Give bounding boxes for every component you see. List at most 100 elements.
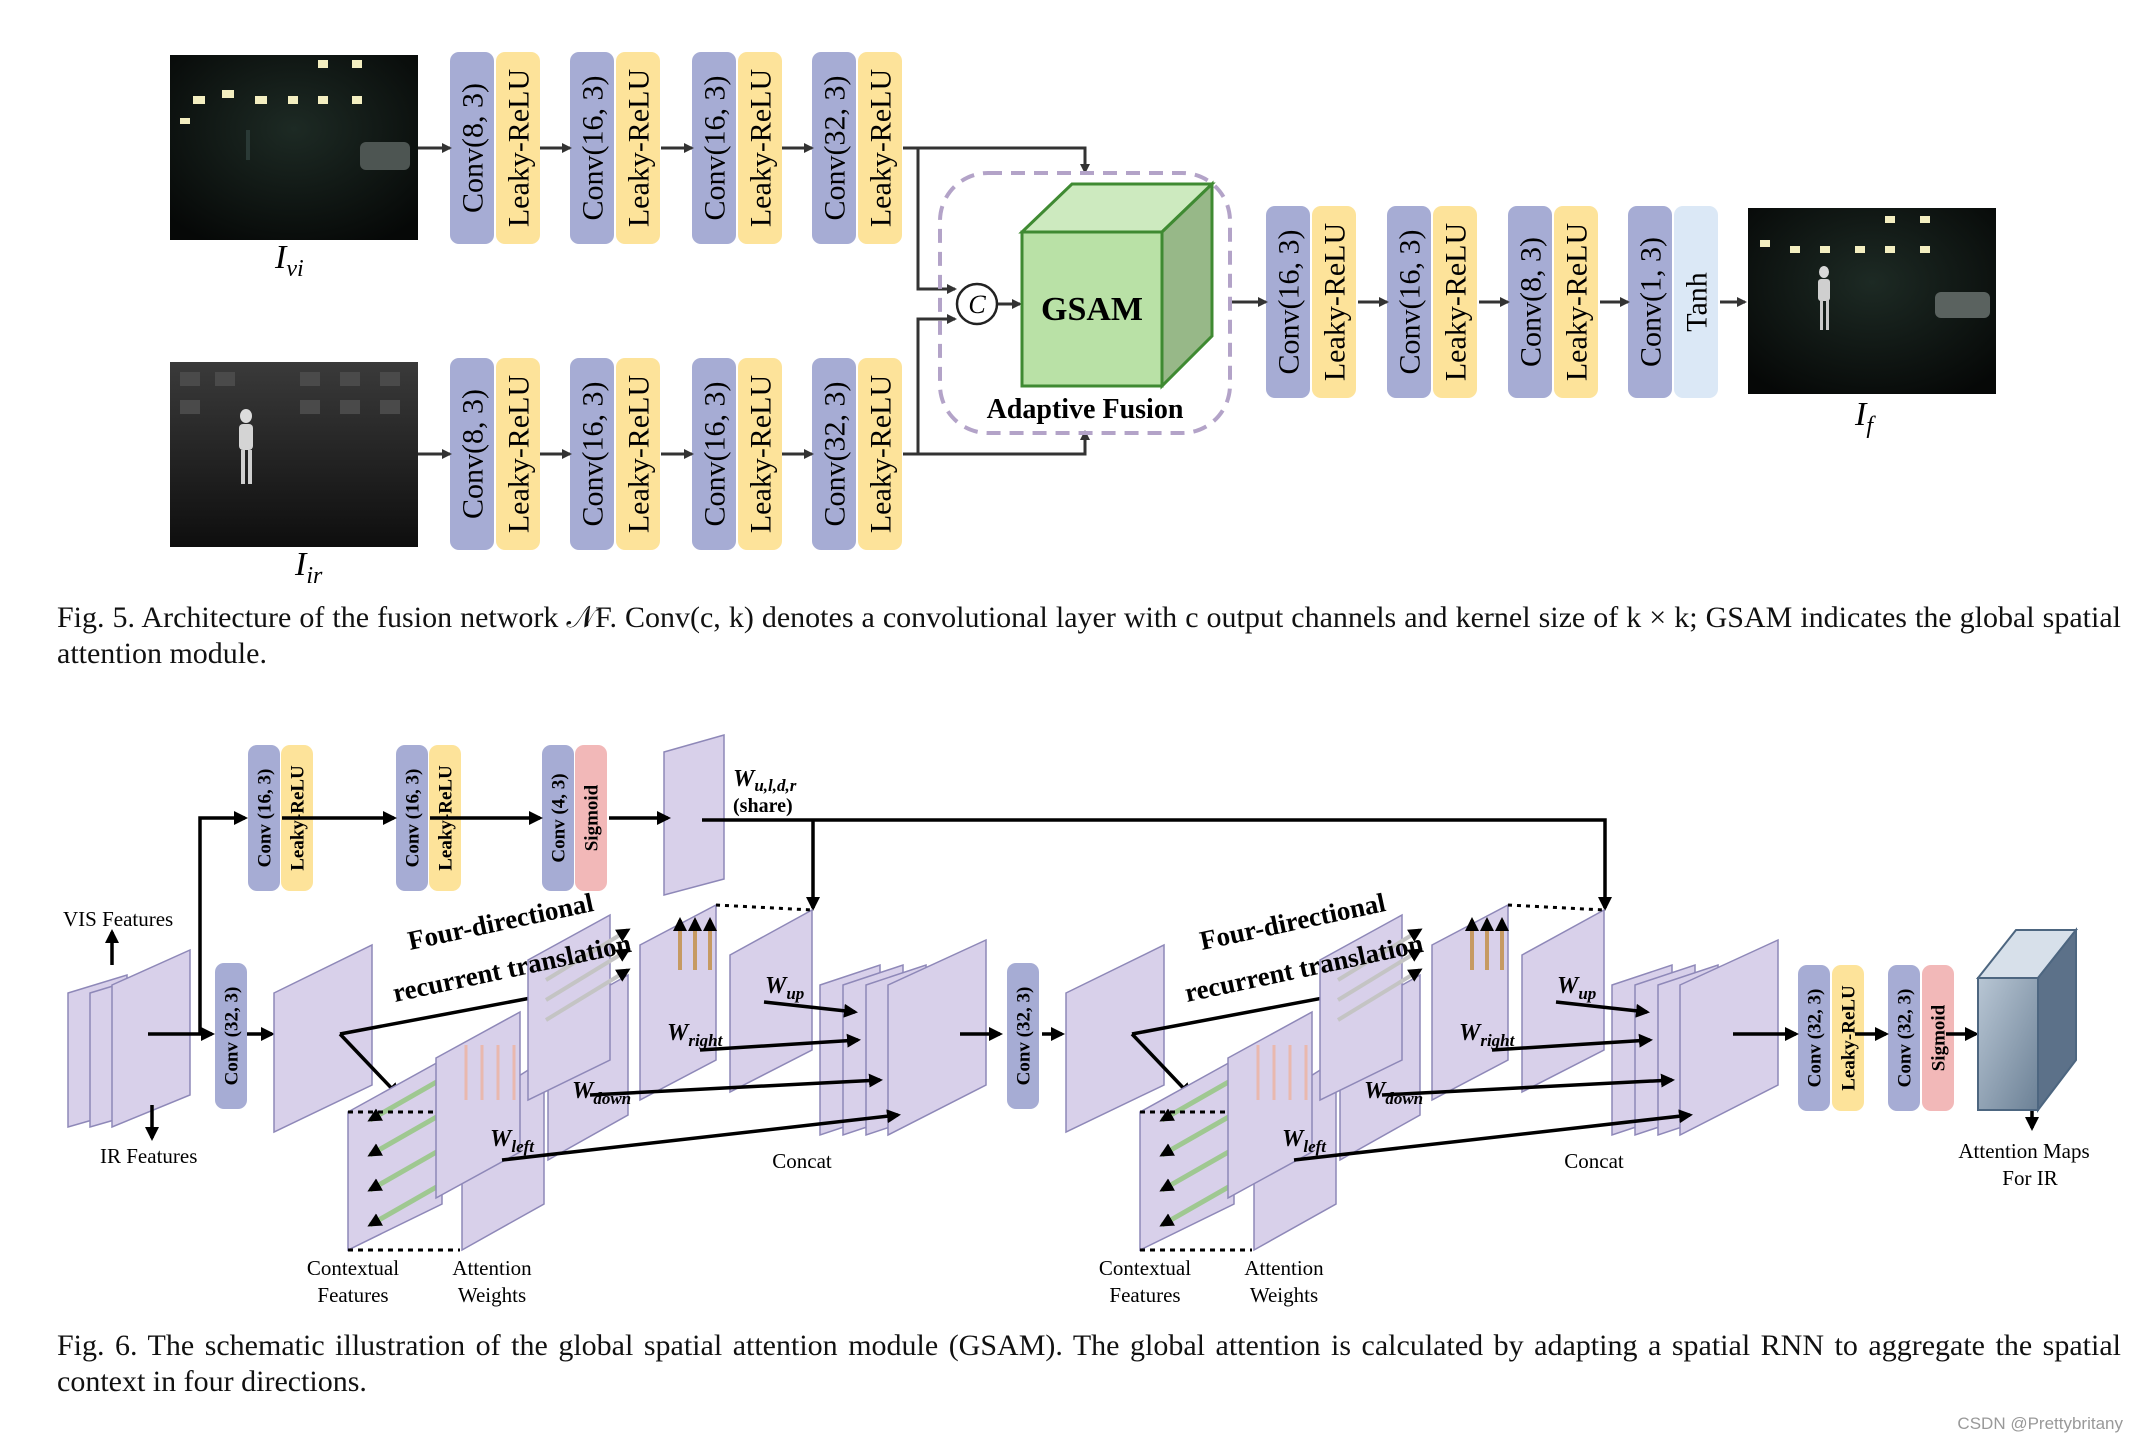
infrared-image xyxy=(170,362,418,547)
final-block-1-label: Leaky-ReLU xyxy=(1839,985,1860,1091)
top-block-4-label: Conv (4, 3) xyxy=(549,773,570,862)
enc-block-0-label: Conv(8, 3) xyxy=(457,389,490,519)
top-block-5-label: Sigmoid xyxy=(582,784,603,851)
enc-block-7-label: Leaky-ReLU xyxy=(865,375,898,534)
concat-label: Concat xyxy=(1564,1149,1624,1173)
final-blocks: Conv (32, 3) Leaky-ReLU Conv (32, 3) Sigmoi… xyxy=(1798,965,1954,1111)
contextual-label-2: Features xyxy=(317,1283,388,1307)
input-feature-stack xyxy=(67,948,191,1129)
enc-block-6-label: Conv(32, 3) xyxy=(819,76,852,221)
encoder-infrared: Conv(8, 3) Leaky-ReLU Conv(16, 3) Leaky-ReL… xyxy=(450,358,902,550)
final-block-2 xyxy=(1888,965,1920,1111)
contextual-label-1: Contextual xyxy=(307,1256,399,1280)
enc-block-1 xyxy=(496,52,540,244)
contextual-label-2: Features xyxy=(1109,1283,1180,1307)
ir-features-label: IR Features xyxy=(100,1144,197,1168)
dec-block-4 xyxy=(1508,206,1552,398)
final-block-0 xyxy=(1798,965,1830,1111)
attention-maps xyxy=(1975,927,2079,1113)
dec-block-4-label: Conv(8, 3) xyxy=(1515,237,1548,367)
attention-label-1: Attention xyxy=(1244,1256,1324,1280)
enc-block-1-label: Leaky-ReLU xyxy=(503,375,536,534)
fig5-arrows xyxy=(418,143,1747,459)
dec-block-2 xyxy=(1387,206,1431,398)
enc-block-3 xyxy=(616,358,660,550)
final-block-3-label: Sigmoid xyxy=(1929,1004,1950,1071)
fig6-caption: Fig. 6. The schematic illustration of th… xyxy=(57,1329,2121,1398)
weights-label: Wu,l,d,r xyxy=(733,766,797,795)
encoder-visible: Conv(8, 3) Leaky-ReLU Conv(16, 3) Leaky-ReL… xyxy=(450,52,902,244)
top-block-2 xyxy=(396,745,428,891)
enc-block-2 xyxy=(570,52,614,244)
dec-block-3-label: Leaky-ReLU xyxy=(1440,223,1473,382)
label-iir: Iir xyxy=(294,546,323,589)
enc-block-7 xyxy=(858,358,902,550)
fig6-top-arrows xyxy=(198,811,1612,1034)
enc-block-0-label: Conv(8, 3) xyxy=(457,83,490,213)
label-if: If xyxy=(1854,396,1876,439)
fig5-caption: Fig. 5. Architecture of the fusion netwo… xyxy=(57,601,2121,670)
dec-block-0-label: Conv(16, 3) xyxy=(1273,230,1306,375)
attention-label-2: Weights xyxy=(458,1283,526,1307)
enc-block-3 xyxy=(616,52,660,244)
attention-maps-label-1: Attention Maps xyxy=(1958,1139,2089,1163)
final-block-0-label: Conv (32, 3) xyxy=(1805,989,1826,1088)
adaptive-fusion-box xyxy=(938,171,1232,435)
weights-panel xyxy=(663,734,725,896)
gsam-cube xyxy=(1018,180,1216,390)
attention-label-1: Attention xyxy=(452,1256,532,1280)
dec-block-1-label: Leaky-ReLU xyxy=(1319,223,1352,382)
dec-block-6-label: Conv(1, 3) xyxy=(1635,237,1668,367)
enc-block-6-label: Conv(32, 3) xyxy=(819,382,852,527)
concat-letter: C xyxy=(968,290,986,319)
adaptive-fusion-label: Adaptive Fusion xyxy=(987,394,1184,425)
vis-features-label: VIS Features xyxy=(63,907,173,931)
enc-block-3-label: Leaky-ReLU xyxy=(623,69,656,228)
enc-block-2 xyxy=(570,358,614,550)
conv-mid xyxy=(1007,963,1039,1109)
dec-block-3 xyxy=(1433,206,1477,398)
enc-block-4-label: Conv(16, 3) xyxy=(699,76,732,221)
top-block-0 xyxy=(248,745,280,891)
final-block-3 xyxy=(1922,965,1954,1111)
top-block-5 xyxy=(575,745,607,891)
final-block-2-label: Conv (32, 3) xyxy=(1895,989,1916,1088)
enc-block-3-label: Leaky-ReLU xyxy=(623,375,656,534)
enc-block-7 xyxy=(858,52,902,244)
conv-mid-label: Conv (32, 3) xyxy=(222,987,243,1086)
gsam-label: GSAM xyxy=(1041,291,1143,328)
dec-block-6 xyxy=(1628,206,1672,398)
contextual-label-1: Contextual xyxy=(1099,1256,1191,1280)
enc-block-0 xyxy=(450,52,494,244)
final-block-1 xyxy=(1832,965,1864,1111)
attention-label-2: Weights xyxy=(1250,1283,1318,1307)
visible-image xyxy=(170,55,418,240)
dec-block-0 xyxy=(1266,206,1310,398)
enc-block-5-label: Leaky-ReLU xyxy=(745,375,778,534)
fused-image xyxy=(1748,208,1996,394)
top-block-0-label: Conv (16, 3) xyxy=(255,769,276,868)
enc-block-5 xyxy=(738,358,782,550)
watermark: CSDN @Prettybritany xyxy=(1957,1414,2123,1433)
concat-symbol xyxy=(955,282,999,326)
enc-block-6 xyxy=(812,358,856,550)
dec-block-2-label: Conv(16, 3) xyxy=(1394,230,1427,375)
enc-block-2-label: Conv(16, 3) xyxy=(577,382,610,527)
conv-mid xyxy=(215,963,247,1109)
dec-block-1 xyxy=(1312,206,1356,398)
enc-block-5-label: Leaky-ReLU xyxy=(745,69,778,228)
enc-block-5 xyxy=(738,52,782,244)
decoder: Conv(16, 3) Leaky-ReLU Conv(16, 3) Leaky-Re… xyxy=(1266,206,1718,398)
top-block-4 xyxy=(542,745,574,891)
top-block-2-label: Conv (16, 3) xyxy=(403,769,424,868)
share-label: (share) xyxy=(733,795,793,817)
enc-block-4-label: Conv(16, 3) xyxy=(699,382,732,527)
enc-block-4 xyxy=(692,358,736,550)
label-ivi: Ivi xyxy=(274,239,304,282)
enc-block-7-label: Leaky-ReLU xyxy=(865,69,898,228)
enc-block-4 xyxy=(692,52,736,244)
